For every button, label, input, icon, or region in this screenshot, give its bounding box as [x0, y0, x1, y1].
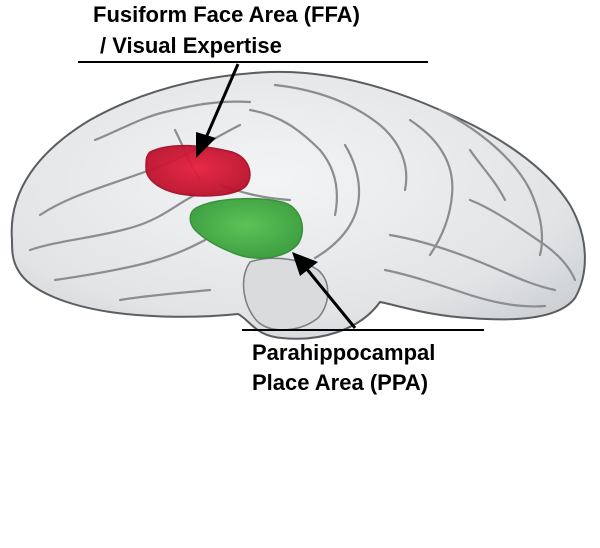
brainstem	[242, 257, 329, 331]
sulci	[28, 83, 577, 308]
ffa-arrow	[196, 63, 240, 158]
ppa-label-line1: Parahippocampal	[252, 340, 436, 365]
ffa-label-line1: Fusiform Face Area (FFA)	[93, 2, 360, 27]
ppa-region	[189, 197, 303, 259]
ffa-label-line2: / Visual Expertise	[100, 33, 282, 58]
ffa-region	[145, 144, 251, 197]
ppa-arrow	[292, 252, 357, 329]
brain-hemisphere	[10, 70, 586, 340]
ppa-label-line2: Place Area (PPA)	[252, 370, 429, 395]
